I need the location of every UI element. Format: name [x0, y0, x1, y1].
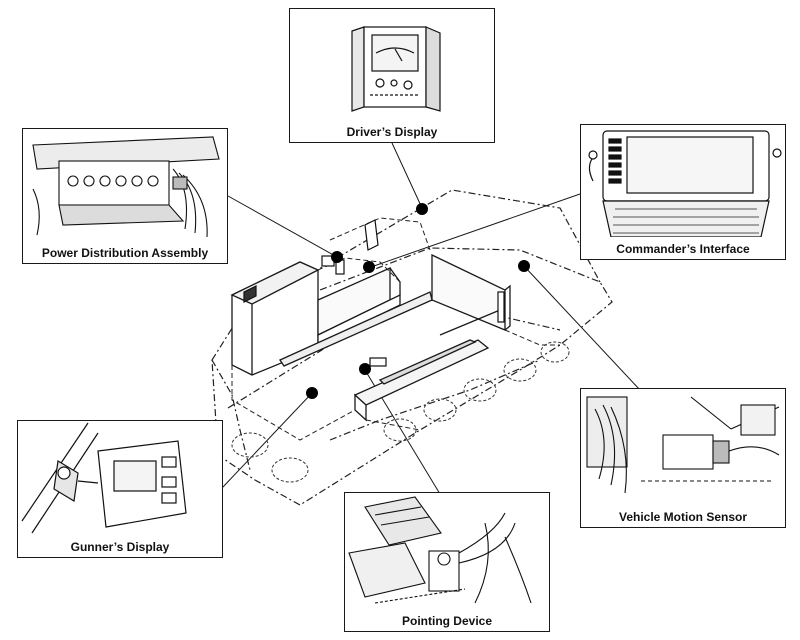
road-wheels	[231, 341, 570, 483]
marker-vms	[518, 260, 530, 272]
pointing-device-caption: Pointing Device	[401, 614, 493, 628]
vehicle-motion-sensor-illustration	[586, 396, 780, 494]
leader-line-vms	[523, 265, 641, 391]
crew-compartment	[230, 253, 511, 422]
commanders-interface-illustration	[588, 130, 782, 237]
mounted-components	[243, 219, 505, 367]
leader-line-power	[227, 195, 338, 258]
callout-commanders-interface: Commander’s Interface	[580, 124, 786, 260]
power-distribution-illustration	[32, 136, 220, 238]
marker-power	[331, 251, 343, 263]
location-markers	[306, 203, 530, 399]
callout-vehicle-motion-sensor: Vehicle Motion Sensor	[580, 388, 786, 528]
power-distribution-caption: Power Distribution Assembly	[41, 246, 209, 260]
compartment-dashes	[231, 217, 560, 441]
marker-driver	[416, 203, 428, 215]
callout-pointing-device: Pointing Device	[344, 492, 550, 632]
drivers-display-caption: Driver’s Display	[346, 125, 438, 139]
drivers-display-illustration	[351, 26, 441, 112]
marker-pointing	[359, 363, 371, 375]
vehicle-motion-sensor-caption: Vehicle Motion Sensor	[618, 510, 748, 524]
gunners-display-illustration	[21, 422, 187, 534]
pointing-device-illustration	[348, 496, 532, 604]
callout-power-distribution-assembly: Power Distribution Assembly	[22, 128, 228, 264]
callout-gunners-display: Gunner’s Display	[17, 420, 223, 558]
leader-line-driver	[391, 142, 423, 209]
leader-line-commander	[370, 193, 581, 268]
commanders-interface-caption: Commander’s Interface	[616, 242, 750, 256]
gunners-display-caption: Gunner’s Display	[70, 540, 170, 554]
callout-drivers-display: Driver’s Display	[289, 8, 495, 143]
marker-gunner	[306, 387, 318, 399]
marker-commander	[363, 261, 375, 273]
